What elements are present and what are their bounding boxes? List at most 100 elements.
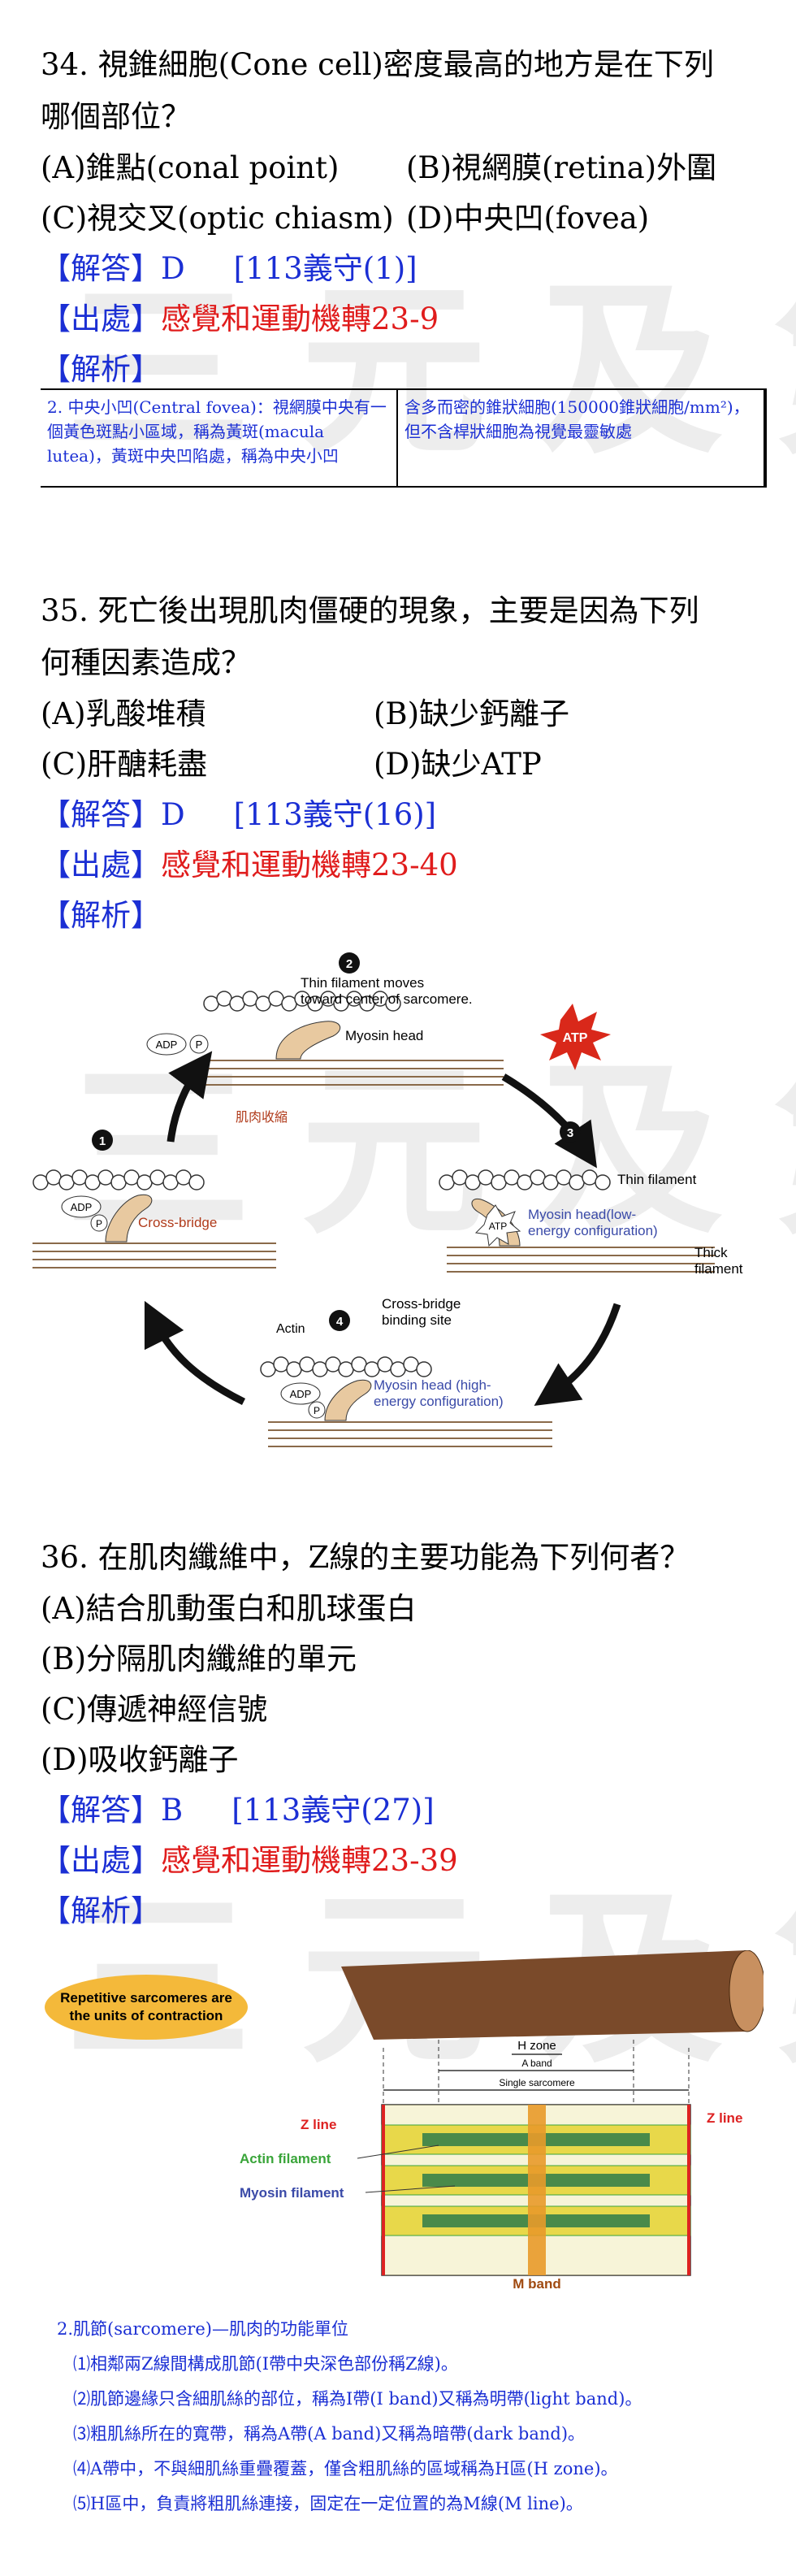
m-band-bar: [528, 2105, 546, 2275]
myosin-head: [105, 1194, 153, 1242]
explain-notes: 2.肌節(sarcomere)—肌肉的功能單位 ⑴相鄰兩Z線間構成肌節(I帶中央…: [57, 2312, 772, 2522]
origin-line: 【出處】感覺和運動機轉23-9: [41, 301, 439, 336]
note-line: ⑵肌節邊緣只含細肌絲的部位，稱為I帶(I band)又稱為明帶(light ba…: [73, 2389, 642, 2409]
m-band-label: M band: [513, 2276, 561, 2292]
cycle-arrow: [144, 1300, 246, 1406]
guide-lines: [383, 2040, 690, 2105]
option-a: (A)結合肌動蛋白和肌球蛋白: [41, 1591, 417, 1626]
myosin-low-label: Myosin head(low-: [528, 1207, 636, 1222]
option-b: (B)視網膜(retina)外圍: [406, 150, 717, 185]
option-a: (A)乳酸堆積: [41, 696, 206, 731]
thick-filament-top: [195, 1060, 504, 1086]
option-d: (D)吸收鈣離子: [41, 1742, 239, 1777]
step-1: 1: [99, 1134, 106, 1148]
options-row: (A)錐點(conal point) (B)視網膜(retina)外圍: [41, 143, 764, 193]
pointer-line: [365, 2185, 456, 2193]
question-stem: 36. 在肌肉纖維中，Z線的主要功能為下列何者？: [41, 1540, 690, 1575]
explain-label: 【解析】: [41, 898, 161, 933]
thin-moves-label: Thin filament moves: [301, 975, 424, 991]
atp-label: ATP: [563, 1031, 588, 1045]
p-label: P: [196, 1039, 203, 1051]
explain-label: 【解析】: [41, 352, 161, 387]
option-d: (D)中央凹(fovea): [406, 201, 650, 236]
option-a: (A)錐點(conal point): [41, 150, 340, 185]
myosin-head: [324, 1379, 372, 1421]
note-line: 2.肌節(sarcomere)—肌肉的功能單位: [57, 2319, 348, 2339]
step-markers: 2 1 3 4: [92, 952, 581, 1331]
single-sarcomere-label: Single sarcomere: [499, 2077, 575, 2088]
answer-line: 【解答】D[113義守(16)]: [41, 797, 437, 832]
thick-filament-label: filament: [694, 1261, 743, 1277]
option-c: (C)肝醣耗盡: [41, 747, 208, 782]
myosin-high-label: energy configuration): [374, 1394, 504, 1409]
origin-line: 【出處】感覺和運動機轉23-39: [41, 1843, 458, 1878]
thin-filament-left: [32, 1169, 205, 1190]
thin-moves-label: toward center of sarcomere.: [301, 991, 473, 1007]
question-35: 35. 死亡後出現肌肉僵硬的現象，主要是因為下列 何種因素造成？ (A)乳酸堆積…: [41, 585, 764, 941]
table-cell: 2. 中央小凹(Central fovea)：視網膜中央有一個黃色斑點小區域，稱…: [41, 390, 398, 486]
dimension-arrows: [383, 2053, 689, 2091]
cycle-arrow: [534, 1303, 621, 1406]
option-c: (C)傳遞神經信號: [41, 1692, 268, 1727]
cycle-arrow: [167, 1051, 213, 1143]
note-line: ⑴相鄰兩Z線間構成肌節(I帶中央深色部份稱Z線)。: [73, 2354, 458, 2374]
question-stem: 34. 視錐細胞(Cone cell)密度最高的地方是在下列 哪個部位？: [41, 47, 714, 134]
h-zone-label: H zone: [517, 2039, 556, 2053]
adp-label: ADP: [71, 1201, 93, 1213]
atp-burst: [540, 1004, 611, 1070]
atp-label: ATP: [489, 1221, 507, 1232]
step-3: 3: [567, 1126, 573, 1140]
option-c: (C)視交叉(optic chiasm): [41, 201, 394, 236]
answer-line: 【解答】B[113義守(27)]: [41, 1793, 435, 1828]
thick-filament-label: Thick: [694, 1245, 728, 1260]
muscle-fiber: [341, 1950, 764, 2040]
p-label: P: [96, 1218, 102, 1229]
note-line: ⑸H區中，負責將粗肌絲連接，固定在一定位置的為M線(M line)。: [73, 2494, 583, 2513]
pointer-line: [357, 2144, 439, 2159]
adp-label: ADP: [290, 1388, 312, 1400]
note-line: ⑶粗肌絲所在的寬帶，稱為A帶(A band)又稱為暗帶(dark band)。: [73, 2424, 586, 2444]
thick-filament-bottom: [268, 1421, 552, 1447]
callout-bubble: [45, 1975, 248, 2040]
step-4: 4: [336, 1315, 344, 1329]
myosin-head-label: Myosin head: [345, 1028, 423, 1043]
cross-bridge-label: Cross-bridge: [138, 1215, 217, 1230]
myosin-head: [275, 1021, 341, 1060]
bubble-text: Repetitive sarcomeres are: [60, 1990, 232, 2006]
actin-filament-label: Actin filament: [240, 2151, 331, 2166]
myosin-filament-label: Myosin filament: [240, 2185, 344, 2201]
origin-line: 【出處】感覺和運動機轉23-40: [41, 848, 458, 883]
explain-label: 【解析】: [41, 1893, 161, 1928]
myosin-high-label: Myosin head (high-: [374, 1377, 491, 1393]
muscle-contract-label: 肌肉收縮: [236, 1110, 288, 1125]
table-cell: 含多而密的錐狀細胞(150000錐狀細胞/mm²)，但不含桿狀細胞為視覺最靈敏處: [404, 397, 750, 441]
question-36: 36. 在肌肉纖維中，Z線的主要功能為下列何者？ (A)結合肌動蛋白和肌球蛋白 …: [41, 1532, 764, 1936]
sarcomere-diagram: Repetitive sarcomeres are the units of c…: [45, 1950, 764, 2292]
answer-line: 【解答】D[113義守(1)]: [41, 251, 417, 286]
binding-site-label: Cross-bridge: [382, 1296, 461, 1312]
thin-filament-right: [439, 1169, 611, 1190]
option-b: (B)分隔肌肉纖維的單元: [41, 1641, 357, 1676]
myosin-low-label: energy configuration): [528, 1223, 658, 1238]
thin-filament-label: Thin filament: [617, 1172, 697, 1187]
question-34: 34. 視錐細胞(Cone cell)密度最高的地方是在下列 哪個部位？ (A)…: [41, 39, 764, 395]
adp-label: ADP: [156, 1039, 178, 1051]
binding-site-label: binding site: [382, 1312, 452, 1328]
options-row: (C)視交叉(optic chiasm) (D)中央凹(fovea): [41, 193, 764, 244]
thin-filament-top: [203, 991, 401, 1012]
p-label: P: [314, 1405, 320, 1416]
options-row: (A)乳酸堆積 (B)缺少鈣離子: [41, 689, 764, 739]
z-line-right-label: Z line: [707, 2110, 742, 2126]
cycle-arrow: [501, 1073, 597, 1169]
options-row: (C)肝醣耗盡 (D)缺少ATP: [41, 739, 764, 790]
cross-bridge-cycle-diagram: ATP 2 1 3 4 ADP P ADP P ADP P ATP Thin f…: [32, 952, 743, 1447]
step-2: 2: [346, 957, 353, 971]
actin-label: Actin: [276, 1322, 305, 1336]
thin-filament-bottom: [260, 1356, 432, 1377]
thick-filament-right: [447, 1247, 715, 1273]
a-band-label: A band: [521, 2058, 552, 2069]
bubble-text: the units of contraction: [70, 2008, 223, 2023]
note-line: ⑷A帶中，不與細肌絲重疊覆蓋，僅含粗肌絲的區域稱為H區(H zone)。: [73, 2459, 618, 2478]
option-d: (D)缺少ATP: [374, 747, 542, 782]
question-stem: 35. 死亡後出現肌肉僵硬的現象，主要是因為下列 何種因素造成？: [41, 593, 699, 680]
